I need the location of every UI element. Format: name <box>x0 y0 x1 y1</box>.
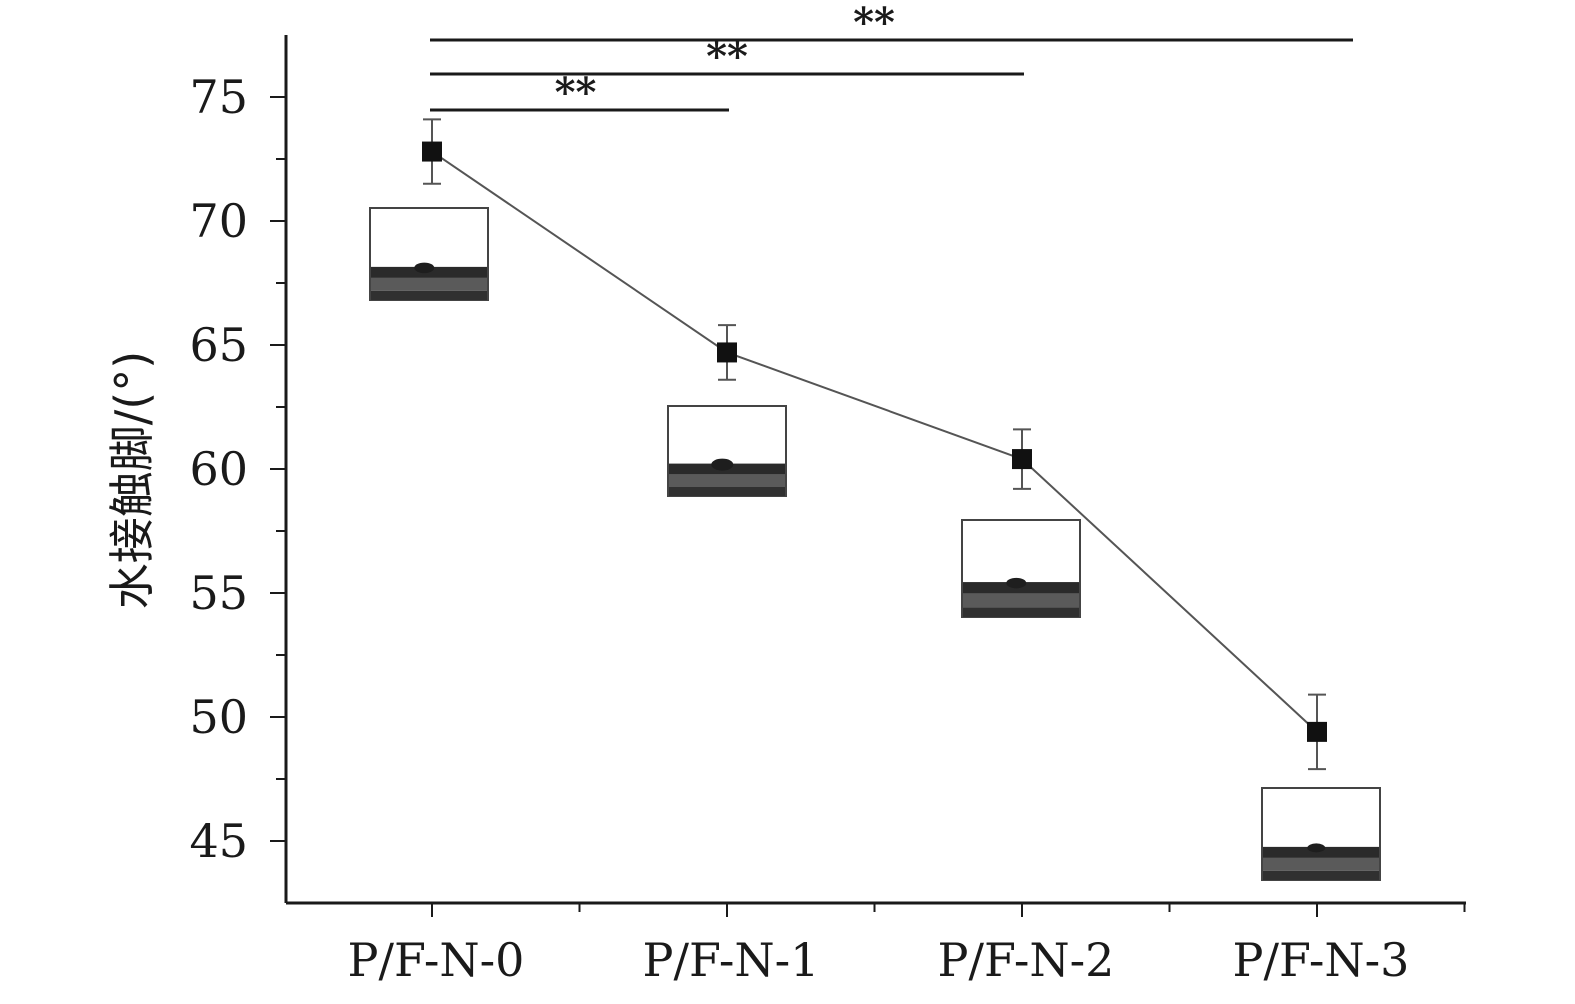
significance-label: ** <box>555 69 597 116</box>
substrate-mid <box>669 474 785 487</box>
significance-label: ** <box>853 0 895 46</box>
significance-brackets: ****** <box>430 0 1353 116</box>
droplet-photo-inset <box>1261 787 1381 881</box>
x-tick-label: P/F-N-0 <box>348 933 525 987</box>
droplet <box>1006 577 1027 589</box>
droplet <box>414 262 435 274</box>
data-point <box>1307 721 1327 742</box>
substrate-top <box>1263 846 1379 858</box>
axes: 45 50 55 60 65 70 75P/F-N-0 P/F-N-1 P/F-N-2 P/F-N… <box>189 35 1466 987</box>
y-axis-label: 水接触脚/(°) <box>105 351 159 609</box>
data-point <box>422 141 442 162</box>
series-line <box>431 150 1318 733</box>
droplet <box>711 458 734 471</box>
substrate-bottom <box>371 290 487 300</box>
data-point <box>717 342 737 363</box>
y-tick-label: 75 <box>189 70 248 124</box>
droplet-photo-inset <box>369 207 489 301</box>
substrate-mid <box>963 593 1079 608</box>
y-tick-label: 50 <box>189 690 248 744</box>
x-tick-label: P/F-N-1 <box>643 933 820 987</box>
substrate-mid <box>1263 857 1379 871</box>
substrate-bottom <box>669 487 785 496</box>
substrate-top <box>963 582 1079 594</box>
axis-labels: 水接触脚/(°) <box>105 351 159 609</box>
inset-photos <box>369 207 1381 881</box>
droplet-photo-inset <box>961 519 1081 618</box>
x-tick-label: P/F-N-2 <box>938 933 1115 987</box>
substrate-bottom <box>1263 870 1379 880</box>
y-tick-label: 55 <box>189 566 248 620</box>
data-point <box>1012 449 1032 470</box>
droplet <box>1307 843 1326 853</box>
y-tick-label: 70 <box>189 194 248 248</box>
droplet-photo-inset <box>667 405 787 497</box>
y-tick-label: 65 <box>189 318 248 372</box>
substrate-bottom <box>963 607 1079 617</box>
data-series <box>422 118 1327 771</box>
substrate-mid <box>371 277 487 291</box>
y-tick-label: 60 <box>189 442 248 496</box>
x-tick-label: P/F-N-3 <box>1233 933 1410 987</box>
y-tick-label: 45 <box>189 814 248 868</box>
